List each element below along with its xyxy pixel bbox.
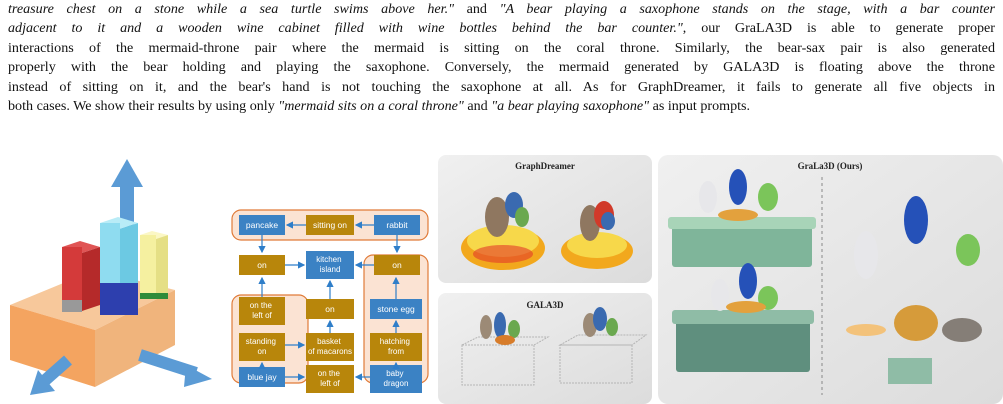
node-on-right: [374, 255, 420, 275]
node-pancake: [239, 215, 285, 235]
node-baby-dragon-label: baby dragon: [384, 369, 409, 388]
italic-text: treasure chest on a stone while a sea tu…: [8, 1, 455, 17]
node-on-center: [306, 299, 354, 319]
node-standing-on-label: standing on: [246, 337, 278, 356]
node-stone-egg-label: stone egg: [377, 304, 415, 314]
grala3d-panel: GraLa3D (Ours): [658, 155, 1003, 404]
body-paragraph: treasure chest on a stone while a sea tu…: [8, 0, 995, 116]
text: properly with the bear holding and playi…: [8, 59, 995, 76]
paragraph-line: instead of sitting on it, and the bear's…: [8, 78, 995, 97]
text: and: [463, 98, 492, 115]
node-blue-jay: [239, 367, 285, 387]
node-baby-dragon: [370, 365, 422, 393]
node-on-the-left-of-1: [239, 297, 285, 325]
node-basket-of-macarons: [306, 333, 354, 361]
text: as input prompts.: [649, 98, 751, 115]
italic-text: "a bear playing saxophone": [491, 98, 650, 115]
node-kitchen-island-label: kitchen island: [316, 255, 344, 274]
node-on-center-label: on: [325, 304, 335, 314]
text: instead of sitting on it, and the bear's…: [8, 78, 995, 95]
node-hatching-from: [370, 333, 422, 361]
italic-text: "A bear playing a saxophone stands on th…: [499, 1, 995, 17]
graph-edges: [258, 221, 401, 381]
text: both cases. We show their results by usi…: [8, 98, 279, 115]
text: , our GraLA3D is able to generate proper: [682, 20, 995, 37]
italic-text: "mermaid sits on a coral throne": [278, 98, 464, 115]
text: interactions of the mermaid-throne pair …: [8, 39, 995, 56]
graphdreamer-panel: GraphDreamer: [438, 155, 652, 283]
node-on-left-label: on: [257, 260, 267, 270]
node-on-the-left-of-2: [306, 365, 354, 393]
node-blue-jay-label: blue jay: [247, 372, 277, 382]
paragraph-line: treasure chest on a stone while a sea tu…: [8, 0, 995, 19]
italic-text: adjacent to it and a wooden wine cabinet…: [8, 20, 683, 37]
node-basket-of-macarons-label: basket of macarons: [308, 337, 352, 356]
node-standing-on: [239, 333, 285, 361]
node-pancake-label: pancake: [246, 220, 278, 230]
paragraph-line: both cases. We show their results by usi…: [8, 97, 995, 116]
node-on-right-label: on: [392, 260, 402, 270]
node-sitting-on-label: sitting on: [313, 220, 347, 230]
gala3d-panel: GALA3D: [438, 293, 652, 404]
node-sitting-on: [306, 215, 354, 235]
node-on-the-left-of-1-label: on the left of: [250, 301, 274, 320]
node-rabbit-label: rabbit: [386, 220, 408, 230]
node-on-the-left-of-2-label: on the left of: [318, 369, 342, 388]
text: and: [454, 1, 500, 17]
scene-graph: pancake sitting on rabbit on kitchen isl…: [231, 209, 429, 393]
node-on-left: [239, 255, 285, 275]
layout-3d-illustration: [10, 159, 212, 395]
graphdreamer-title: GraphDreamer: [515, 161, 575, 171]
gala3d-title: GALA3D: [526, 300, 564, 310]
paragraph-line: adjacent to it and a wooden wine cabinet…: [8, 19, 995, 38]
node-rabbit: [374, 215, 420, 235]
node-kitchen-island: [306, 251, 354, 279]
node-stone-egg: [370, 299, 422, 319]
paragraph-line: properly with the bear holding and playi…: [8, 58, 995, 77]
grala3d-title: GraLa3D (Ours): [798, 161, 863, 171]
node-hatching-from-label: hatching from: [380, 337, 412, 356]
paragraph-line: interactions of the mermaid-throne pair …: [8, 39, 995, 58]
figure: pancake sitting on rabbit on kitchen isl…: [10, 155, 1003, 404]
